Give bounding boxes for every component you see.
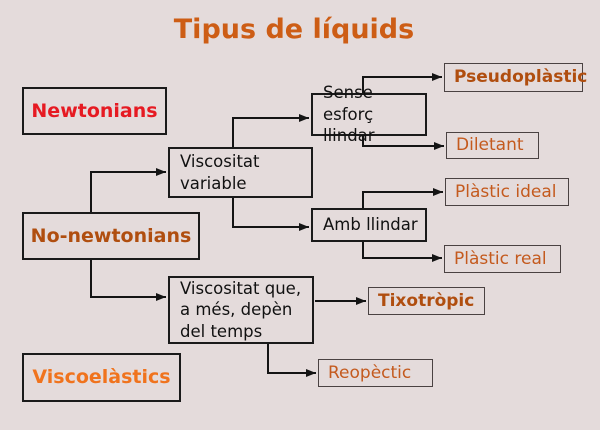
node-viscoelastics-label: Viscoelàstics: [32, 366, 171, 389]
node-viscositat-variable-label: Viscositat variable: [180, 152, 260, 193]
node-plastic-ideal: Plàstic ideal: [445, 178, 569, 206]
node-plastic-real: Plàstic real: [444, 245, 561, 273]
node-reopectic: Reopèctic: [318, 359, 433, 387]
node-tixotropic-label: Tixotròpic: [378, 290, 475, 311]
connector-ambllindar-plasticreal: [362, 242, 442, 262]
node-sense-esforc-llindar: Sense esforç llindar: [311, 83, 427, 145]
node-newtonians: Newtonians: [22, 87, 167, 135]
node-plastic-ideal-label: Plàstic ideal: [455, 181, 557, 202]
node-viscositat-depen-temps: Viscositat que, a més, depèn del temps: [168, 276, 314, 344]
node-viscoelastics: Viscoelàstics: [22, 353, 181, 402]
node-no-newtonians: No-newtonians: [22, 212, 200, 260]
page-title: Tipus de líquids: [173, 14, 415, 45]
node-plastic-real-label: Plàstic real: [454, 248, 547, 269]
node-pseudoplastic-label: Pseudoplàstic: [454, 67, 588, 88]
node-amb-llindar-label: Amb llindar: [323, 215, 418, 235]
node-diletant-label: Diletant: [456, 135, 524, 156]
node-sense-esforc-llindar-label: Sense esforç llindar: [323, 83, 375, 146]
node-diletant: Diletant: [446, 132, 539, 159]
connector-nonewtonians-visctemps: [90, 260, 166, 301]
node-viscositat-depen-temps-label: Viscositat que, a més, depèn del temps: [180, 278, 302, 341]
node-reopectic-label: Reopèctic: [328, 362, 412, 383]
connector-ambllindar-plasticideal: [362, 188, 443, 208]
connector-viscvariable-senseesforc: [232, 114, 309, 147]
node-no-newtonians-label: No-newtonians: [30, 224, 192, 247]
connector-viscvariable-ambllindar: [232, 198, 309, 231]
node-pseudoplastic: Pseudoplàstic: [444, 63, 587, 92]
node-tixotropic: Tixotròpic: [368, 287, 485, 315]
connector-nonewtonians-viscvariable: [90, 168, 166, 212]
node-viscositat-variable: Viscositat variable: [168, 147, 313, 198]
connector-visctemps-reopectic: [267, 344, 316, 377]
node-newtonians-label: Newtonians: [31, 99, 158, 122]
node-amb-llindar: Amb llindar: [311, 208, 427, 242]
